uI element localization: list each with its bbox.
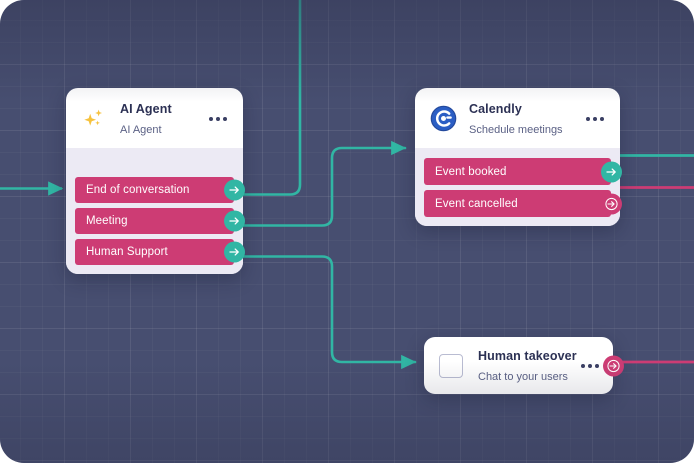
port-human-support[interactable] (224, 241, 245, 263)
node-human-takeover[interactable]: Human takeover Chat to your users (424, 337, 624, 395)
node-human-takeover-subtitle: Chat to your users (478, 370, 568, 383)
node-ai-agent-titles: AI Agent AI Agent (120, 99, 192, 138)
port-meeting[interactable] (224, 210, 245, 232)
option-meeting-label: Meeting (86, 215, 128, 228)
option-end-of-conversation[interactable]: End of conversation (75, 177, 245, 204)
more-options-icon[interactable] (580, 109, 608, 129)
node-calendly-subtitle: Schedule meetings (469, 123, 563, 136)
placeholder-square-icon (436, 351, 466, 381)
option-human-support-label: Human Support (86, 246, 168, 259)
option-human-support[interactable]: Human Support (75, 239, 245, 266)
calendly-logo-icon (428, 104, 458, 134)
node-calendly-header: Calendly Schedule meetings (415, 88, 620, 148)
more-options-icon[interactable] (203, 109, 231, 129)
edge-end-of-conversation-up (241, 0, 302, 196)
node-calendly-options: Event booked Event cancelled (415, 148, 622, 227)
option-event-cancelled-label: Event cancelled (435, 197, 518, 210)
option-meeting[interactable]: Meeting (75, 208, 245, 235)
edge-human-support-to-takeover (241, 255, 417, 370)
option-event-booked-label: Event booked (435, 165, 507, 178)
node-ai-agent-options: End of conversation Meeting Human Suppor… (66, 148, 245, 275)
option-event-cancelled[interactable]: Event cancelled (424, 190, 622, 218)
edge-meeting-to-calendly (241, 140, 407, 227)
sparkle-icon (79, 104, 109, 134)
node-ai-agent-subtitle: AI Agent (120, 123, 162, 136)
node-human-takeover-header: Human takeover Chat to your users (424, 337, 613, 394)
node-calendly[interactable]: Calendly Schedule meetings Event booked … (415, 88, 622, 227)
node-human-takeover-title: Human takeover (478, 349, 577, 363)
node-calendly-title: Calendly (469, 102, 522, 116)
port-human-takeover[interactable] (603, 355, 624, 377)
port-event-cancelled[interactable] (601, 193, 622, 215)
option-end-of-conversation-label: End of conversation (86, 184, 190, 197)
node-ai-agent-title: AI Agent (120, 102, 172, 116)
node-ai-agent-header: AI Agent AI Agent (66, 88, 243, 148)
more-options-icon[interactable] (575, 356, 603, 376)
port-event-booked[interactable] (601, 161, 622, 183)
node-calendly-titles: Calendly Schedule meetings (469, 99, 569, 138)
option-event-booked[interactable]: Event booked (424, 158, 622, 186)
node-human-takeover-titles: Human takeover Chat to your users (478, 346, 577, 385)
node-ai-agent[interactable]: AI Agent AI Agent End of conversation Me… (66, 88, 245, 275)
port-end-of-conversation[interactable] (224, 179, 245, 201)
